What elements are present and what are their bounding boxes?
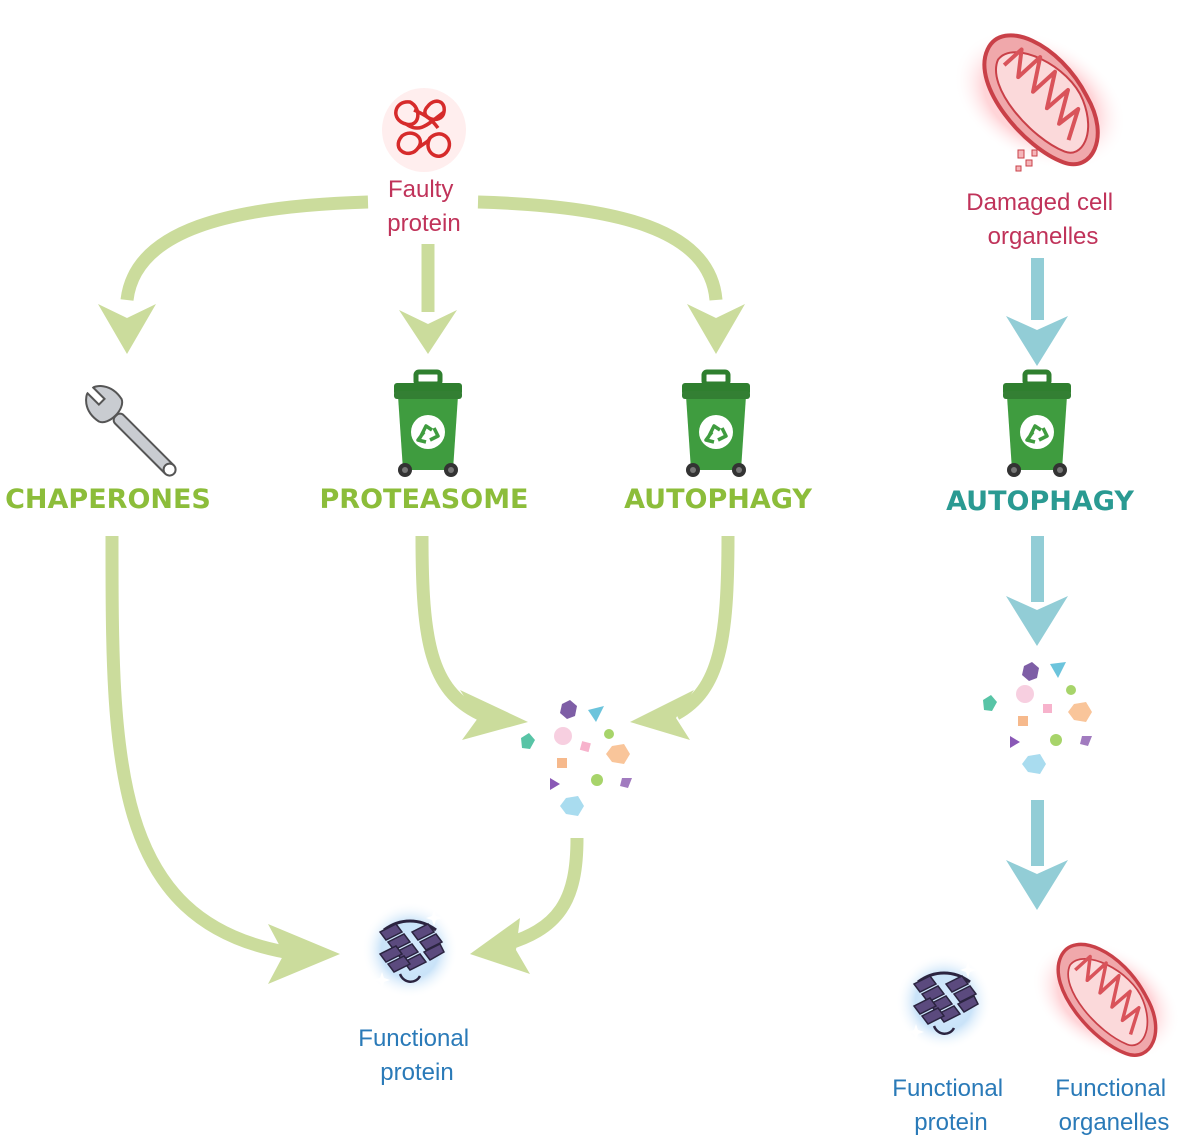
recycling-bin-icon — [1003, 372, 1071, 477]
functional-protein-label-right: Functional protein — [892, 1075, 1009, 1136]
arrow-fragments-to-functional — [498, 837, 584, 953]
organelle-debris — [1015, 149, 1038, 172]
mitochondrion-icon — [1031, 932, 1182, 1065]
protein-fragments-icon — [983, 662, 1092, 774]
arrow-to-autophagy — [477, 195, 723, 301]
faulty-protein-label: Faulty protein — [387, 176, 460, 237]
arrow-proteasome-to-fragments — [415, 535, 483, 720]
wrench-icon — [85, 385, 177, 477]
teal-arrows — [1006, 258, 1068, 910]
functional-protein-label: Functional protein — [358, 1025, 475, 1086]
arrow-chaperones-to-functional — [105, 535, 287, 959]
arrow-autophagy-to-fragments — [672, 535, 735, 720]
damaged-organelles-label: Damaged cell organelles — [966, 189, 1119, 250]
autophagy-heading: AUTOPHAGY — [624, 484, 812, 515]
protein-fragments-icon — [521, 700, 632, 816]
autophagy-heading-right: AUTOPHAGY — [946, 486, 1134, 517]
folded-protein-helix-icon — [360, 900, 460, 1000]
functional-organelles-label: Functional organelles — [1055, 1075, 1172, 1136]
damaged-mitochondrion-icon — [953, 2, 1151, 198]
recycling-bin-icon — [394, 372, 462, 477]
green-arrows — [105, 195, 735, 959]
recycling-bin-icon — [682, 372, 750, 477]
arrow-to-chaperones — [120, 195, 369, 302]
chaperones-heading: CHAPERONES — [5, 484, 211, 515]
proteasome-heading: PROTEASOME — [320, 484, 529, 515]
folded-protein-helix-icon — [894, 952, 994, 1052]
green-arrowheads — [98, 304, 745, 984]
tangled-protein-icon — [382, 88, 466, 172]
